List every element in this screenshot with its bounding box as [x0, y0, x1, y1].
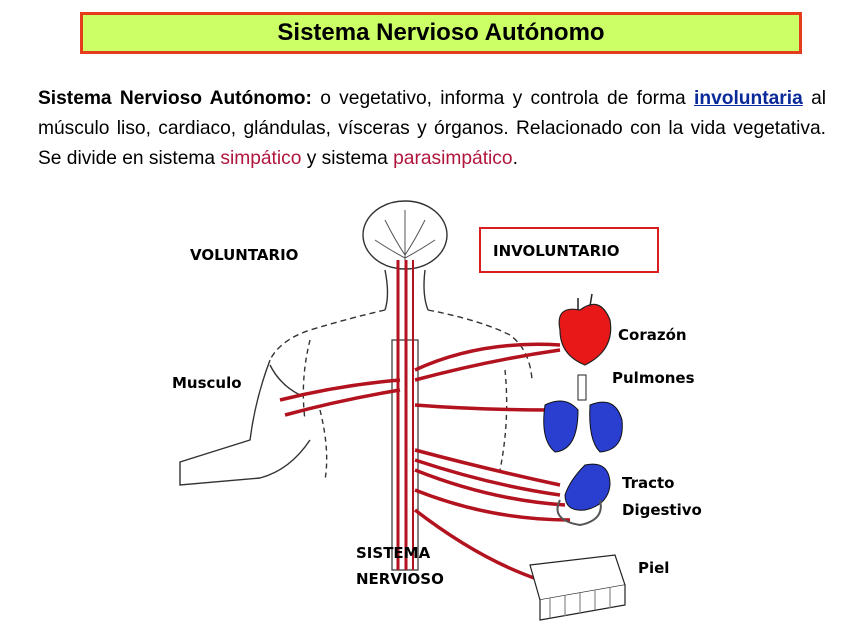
- lungs-icon: [543, 374, 623, 453]
- label-musculo: Musculo: [172, 374, 242, 392]
- label-digestivo: Digestivo: [622, 501, 702, 519]
- heart-icon: [558, 293, 612, 366]
- brain-nerves: [374, 210, 436, 260]
- para-text-3: y sistema: [301, 148, 394, 169]
- label-corazon: Corazón: [618, 326, 687, 344]
- nervous-system-diagram: VOLUNTARIO INVOLUNTARIO Musculo Corazón …: [172, 200, 702, 621]
- spinal-cord: [391, 260, 419, 571]
- para-text-4: .: [512, 148, 518, 169]
- label-piel: Piel: [638, 559, 669, 577]
- para-text-2: al músculo liso, cardiaco, glándulas, ví…: [38, 88, 827, 169]
- involuntario-box: [479, 227, 659, 273]
- label-involuntario: INVOLUNTARIO: [493, 242, 620, 260]
- simpatico-term: simpático: [220, 148, 302, 169]
- digestive-tract-icon: [556, 463, 611, 527]
- body-outline: [179, 200, 533, 486]
- skin-icon: [529, 554, 626, 621]
- label-pulmones: Pulmones: [612, 369, 695, 387]
- nerve-paths: [279, 342, 571, 582]
- parasimpatico-term: parasimpático: [393, 148, 513, 169]
- lead-term: Sistema Nervioso Autónomo:: [38, 88, 312, 109]
- para-text-1: o vegetativo, informa y controla de form…: [311, 88, 695, 109]
- label-tracto: Tracto: [622, 474, 674, 492]
- label-nervioso: NERVIOSO: [356, 570, 444, 588]
- involuntaria-link[interactable]: involuntaria: [694, 88, 803, 109]
- label-voluntario: VOLUNTARIO: [190, 246, 298, 264]
- page-title: Sistema Nervioso Autónomo: [277, 19, 605, 46]
- title-banner: Sistema Nervioso Autónomo: [80, 12, 802, 54]
- description-paragraph: Sistema Nervioso Autónomo: o vegetativo,…: [38, 84, 826, 174]
- label-sistema: SISTEMA: [356, 544, 431, 562]
